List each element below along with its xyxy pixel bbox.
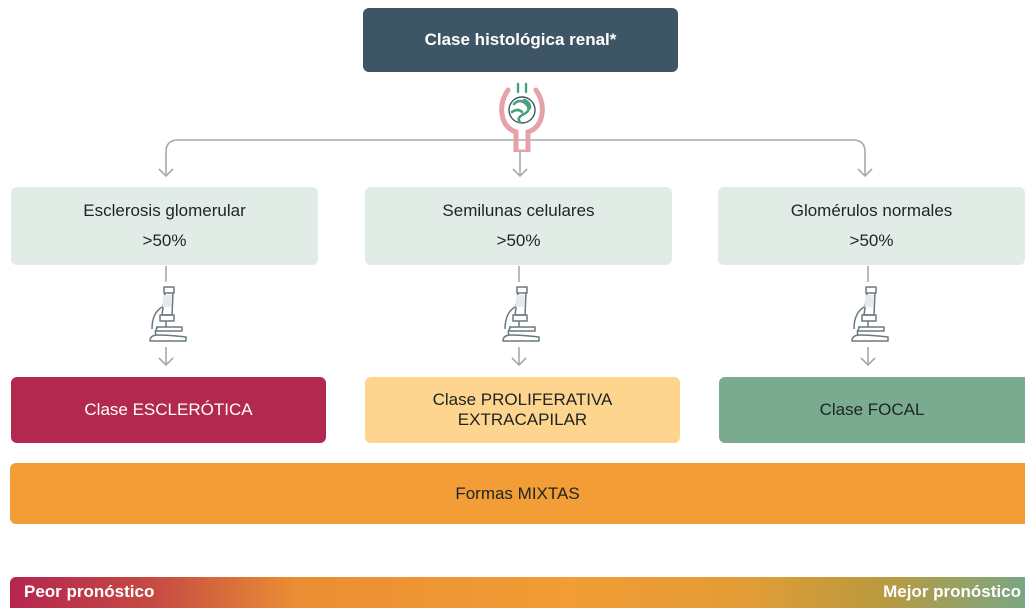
diagram-title: Clase histológica renal* [424, 30, 617, 49]
criterion-label: Esclerosis glomerular [83, 201, 246, 220]
microscope-icon [149, 286, 187, 342]
worse-prognosis-label: Peor pronóstico [24, 582, 155, 601]
criterion-label: Semilunas celulares [442, 201, 595, 220]
class-label-2: EXTRACAPILAR [457, 410, 588, 429]
criterion-normal: Glomérulos normales >50% [718, 187, 1025, 265]
microscope-icon [851, 286, 889, 342]
glomerulus-icon [499, 82, 545, 152]
mixed-forms-bar: Formas MIXTAS [10, 463, 1025, 524]
class-label: Clase PROLIFERATIVA [432, 390, 613, 409]
title-box: Clase histológica renal* [363, 8, 678, 72]
class-label: Clase ESCLERÓTICA [84, 400, 253, 419]
criterion-threshold: >50% [849, 231, 894, 250]
class-sclerotic: Clase ESCLERÓTICA [11, 377, 326, 443]
class-label: Clase FOCAL [819, 400, 925, 419]
prognosis-bar: Peor pronóstico Mejor pronóstico [10, 577, 1025, 608]
mixed-forms-label: Formas MIXTAS [455, 483, 580, 503]
criterion-threshold: >50% [496, 231, 541, 250]
class-focal: Clase FOCAL [719, 377, 1025, 443]
criterion-threshold: >50% [142, 231, 187, 250]
microscope-icon [502, 286, 540, 342]
better-prognosis-label: Mejor pronóstico [883, 582, 1021, 601]
criterion-crescents: Semilunas celulares >50% [365, 187, 672, 265]
class-proliferative: Clase PROLIFERATIVA EXTRACAPILAR [365, 377, 680, 443]
criterion-label: Glomérulos normales [790, 201, 953, 220]
criterion-sclerosis: Esclerosis glomerular >50% [11, 187, 318, 265]
